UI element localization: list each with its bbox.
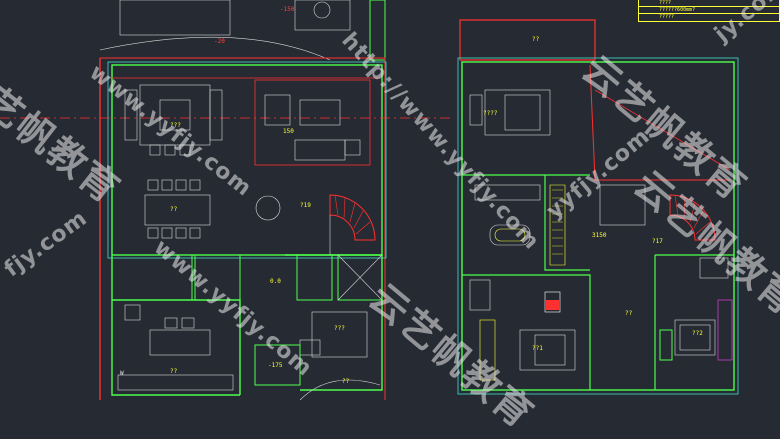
- label-bedroom-sw: ??1: [532, 345, 543, 352]
- label-stair-west: ?19: [300, 202, 311, 209]
- level-mark-20: -20: [214, 38, 225, 45]
- label-kitchen: ??: [170, 368, 178, 375]
- level-mark-175: -175: [268, 362, 283, 369]
- title-block-row-1: ????: [659, 0, 672, 6]
- label-terrace: ??: [342, 378, 350, 385]
- label-stair-east: ?17: [652, 238, 663, 245]
- title-block: ???? ??????600mm? ?????: [638, 0, 780, 22]
- level-mark-3150: 3150: [592, 232, 607, 239]
- title-block-row-2: ??????600mm?: [659, 7, 696, 13]
- label-bath: ??: [625, 310, 633, 317]
- label-bedroom-se: ??2: [692, 330, 703, 337]
- level-mark-150: -150: [280, 6, 295, 13]
- ground-floor-plan: [0, 0, 450, 401]
- upper-floor-plan: [457, 19, 739, 395]
- level-mark-00: 0.0: [270, 278, 281, 285]
- label-balcony-north: ??: [532, 36, 540, 43]
- label-living-room: ???: [170, 122, 181, 129]
- label-bedroom-west: ???: [334, 325, 345, 332]
- level-mark-lounge: 150: [283, 128, 294, 135]
- label-master-bed: ????: [483, 110, 498, 117]
- floor-plan-drawing: [0, 0, 739, 401]
- label-dining: ??: [170, 206, 178, 213]
- mark-w: W: [120, 370, 124, 377]
- title-block-row-3: ?????: [659, 14, 675, 20]
